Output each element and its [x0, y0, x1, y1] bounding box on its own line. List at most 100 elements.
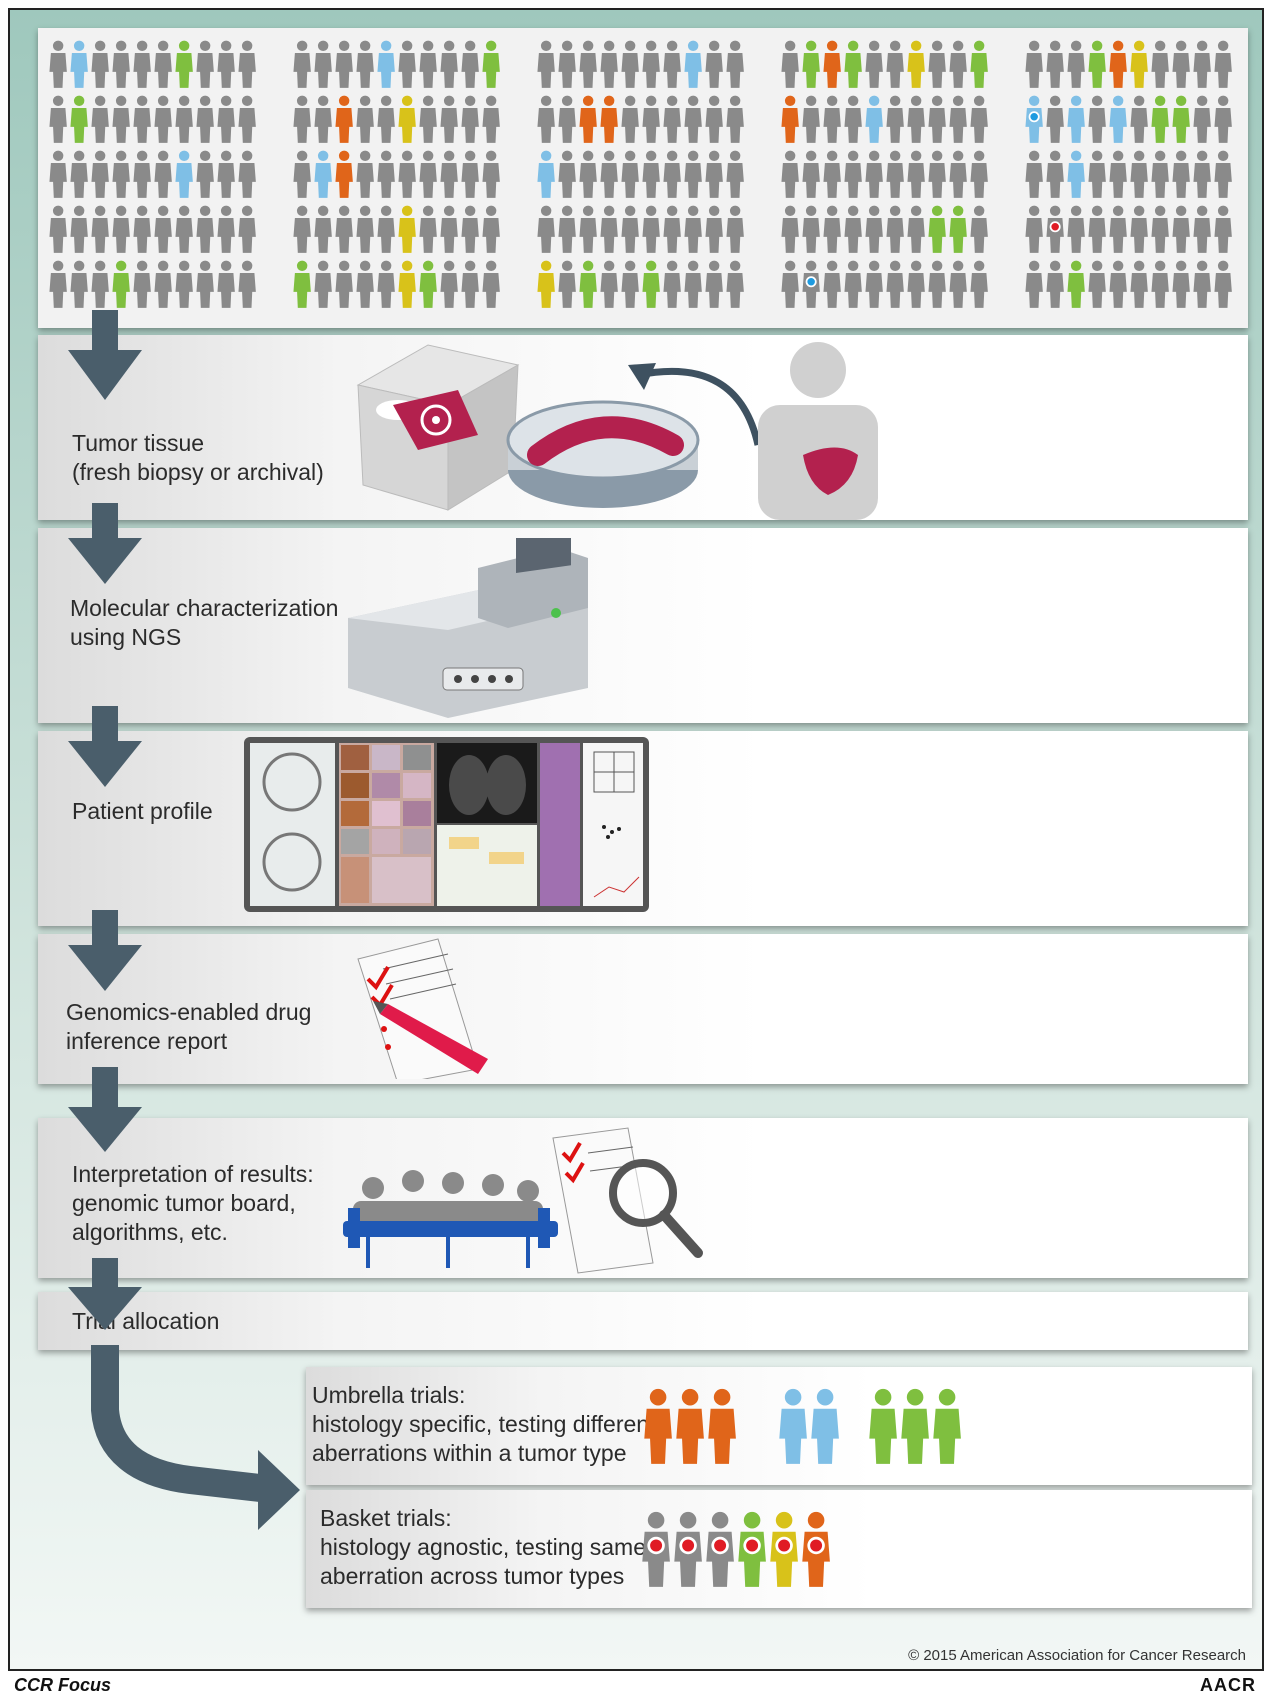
person-figure [314, 150, 332, 198]
person-figure [726, 95, 744, 143]
person-figure [133, 150, 151, 198]
person-figure [112, 95, 130, 143]
person-figure [579, 40, 597, 88]
person-figure [314, 40, 332, 88]
person-figure [419, 40, 437, 88]
person-figure [377, 95, 395, 143]
person-figure [293, 40, 311, 88]
person-figure [579, 150, 597, 198]
basket-panel: Basket trials: histology agnostic, testi… [306, 1490, 1252, 1608]
person-figure [642, 150, 660, 198]
person-figure [217, 150, 235, 198]
person-figure [356, 205, 374, 253]
person-figure [781, 95, 799, 143]
person-figure [293, 205, 311, 253]
person-figure [196, 95, 214, 143]
person-figure [907, 95, 925, 143]
person-figure [811, 1388, 839, 1464]
trial-curve-arrow [91, 1345, 262, 1502]
person-figure [398, 40, 416, 88]
person-figure [1130, 150, 1148, 198]
person-figure [238, 205, 256, 253]
person-figure [621, 95, 639, 143]
person-figure [398, 150, 416, 198]
person-figure [461, 40, 479, 88]
person-figure [461, 95, 479, 143]
person-figure [1130, 40, 1148, 88]
umbrella-figures [644, 1388, 961, 1464]
curved-arrow-icon [628, 363, 656, 390]
person-figure [901, 1388, 929, 1464]
report-step-label: Genomics-enabled drug inference report [66, 999, 312, 1054]
person-figure [1193, 40, 1211, 88]
person-figure [684, 205, 702, 253]
liver-icon [803, 447, 858, 495]
person-figure [112, 40, 130, 88]
person-figure [1172, 260, 1190, 308]
person-figure [802, 150, 820, 198]
person-figure [1067, 205, 1085, 253]
person-figure [1214, 40, 1232, 88]
person-figure [112, 260, 130, 308]
person-figure [314, 95, 332, 143]
person-figure [91, 150, 109, 198]
person-figure [642, 260, 660, 308]
person-figure [844, 205, 862, 253]
person-figure [356, 95, 374, 143]
person-figure [238, 95, 256, 143]
person-figure [154, 40, 172, 88]
tissue-illustration [356, 342, 878, 520]
person-figure [970, 95, 988, 143]
person-figure [154, 205, 172, 253]
person-figure [738, 1511, 766, 1587]
person-figure [869, 1388, 897, 1464]
person-figure [600, 260, 618, 308]
person-figure [949, 40, 967, 88]
person-figure [419, 260, 437, 308]
person-figure [238, 260, 256, 308]
person-figure [781, 205, 799, 253]
person-figure [419, 95, 437, 143]
person-figure [398, 260, 416, 308]
person-figure [377, 260, 395, 308]
person-figure [949, 95, 967, 143]
figure-frame: Tumor tissue (fresh biopsy or archival) [8, 8, 1264, 1671]
person-figure [419, 205, 437, 253]
person-figure [642, 95, 660, 143]
person-figure [933, 1388, 961, 1464]
person-figure [482, 205, 500, 253]
person-figure [377, 205, 395, 253]
person-figure [175, 260, 193, 308]
person-figure [579, 260, 597, 308]
report-pen-icon [357, 938, 488, 1079]
person-figure [335, 40, 353, 88]
person-figure [1109, 260, 1127, 308]
person-figure [461, 150, 479, 198]
person-figure [1172, 150, 1190, 198]
person-figure [440, 150, 458, 198]
person-figure [133, 205, 151, 253]
person-figure [726, 260, 744, 308]
person-figure [377, 40, 395, 88]
person-figure [823, 40, 841, 88]
person-figure [663, 150, 681, 198]
person-figure [781, 40, 799, 88]
person-figure [907, 150, 925, 198]
person-figure [708, 1388, 736, 1464]
person-figure [949, 205, 967, 253]
person-figure [356, 260, 374, 308]
person-figure [70, 150, 88, 198]
person-figure [1088, 205, 1106, 253]
person-figure [217, 40, 235, 88]
person-figure [1214, 205, 1232, 253]
person-figure [1172, 95, 1190, 143]
person-figure [482, 150, 500, 198]
person-figure [970, 40, 988, 88]
person-figure [537, 40, 555, 88]
person-figure [621, 260, 639, 308]
person-figure [1193, 95, 1211, 143]
profile-panel: Patient profile [38, 731, 1248, 926]
person-figure [1067, 150, 1085, 198]
petri-dish-icon [506, 400, 700, 508]
person-figure [907, 40, 925, 88]
